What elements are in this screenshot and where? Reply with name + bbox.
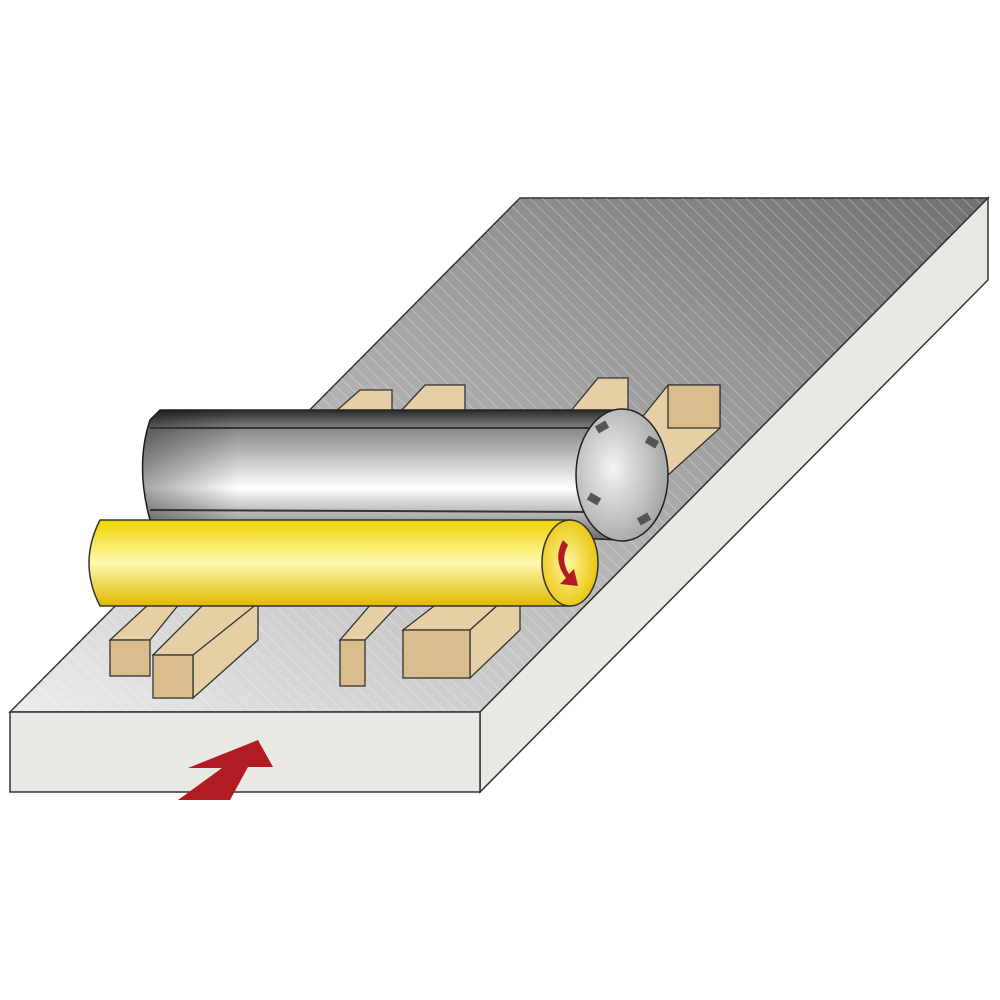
cutter-knife-slots <box>586 420 660 526</box>
feed-roller-end-face <box>541 519 599 607</box>
cutter-cylinder <box>141 408 669 542</box>
wood-blocks-front <box>108 601 521 700</box>
cutter-end-face <box>575 408 669 542</box>
wood-blocks-back <box>333 377 721 476</box>
feed-roller <box>88 519 599 607</box>
rotation-arrow-icon <box>558 540 578 586</box>
feed-direction-arrow-icon <box>178 740 273 800</box>
